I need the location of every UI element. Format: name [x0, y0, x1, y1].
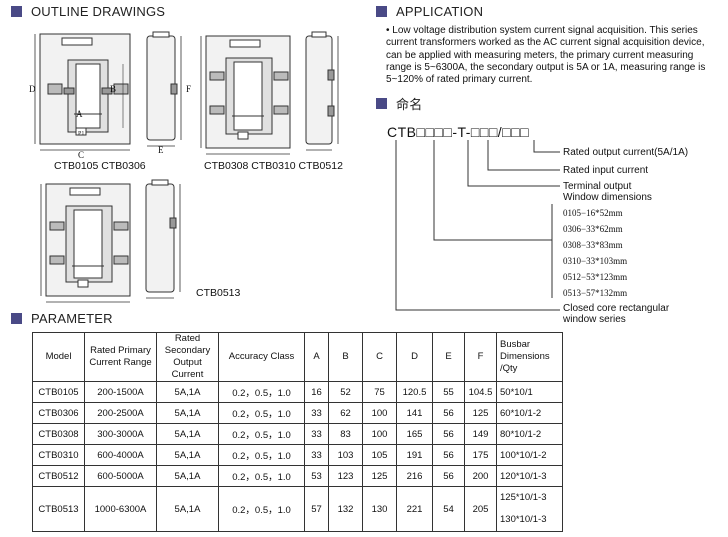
dim-label-e: E: [158, 145, 164, 155]
label-window-dimensions: Window dimensions: [563, 192, 652, 203]
parameter-heading: PARAMETER: [11, 311, 113, 326]
outline-drawing-ctb0105-front: [34, 33, 131, 151]
label-rated-output-current: Rated output current(5A/1A): [563, 147, 689, 158]
outline-drawing-ctb0308-front: [200, 35, 291, 155]
window-dim-0310: 0310−33*103mm: [563, 256, 628, 266]
window-dim-0105: 0105−16*52mm: [563, 208, 623, 218]
outline-drawing-ctb0513-front: [40, 183, 131, 303]
application-heading: APPLICATION: [376, 4, 483, 19]
label-closed-core: Closed core rectangular: [563, 303, 670, 314]
window-dim-0513: 0513−57*132mm: [563, 288, 628, 298]
header-b: B: [328, 332, 363, 382]
header-model: Model: [32, 332, 85, 382]
dim-label-f: F: [186, 84, 192, 94]
table-row: CTB0513 1000-6300A 5A,1A 0.2，0.5，1.0 57 …: [32, 486, 563, 532]
header-accuracy: Accuracy Class: [218, 332, 305, 382]
section-bullet-icon: [11, 6, 22, 17]
label-window-series: window series: [563, 314, 626, 325]
window-dim-0308: 0308−33*83mm: [563, 240, 623, 250]
table-row: CTB0306 200-2500A 5A,1A 0.2，0.5，1.0 33 6…: [32, 402, 563, 424]
label-terminal-output: Terminal output: [563, 181, 632, 192]
label-rated-input-current: Rated input current: [563, 165, 649, 176]
outline-caption-2: CTB0308 CTB0310 CTB0512: [204, 160, 343, 172]
header-busbar: Busbar Dimensions /Qty: [496, 332, 563, 382]
table-header-row: Model Rated Primary Current Range Rated …: [32, 332, 563, 382]
section-bullet-icon: [376, 6, 387, 17]
naming-heading: 命名: [376, 94, 422, 113]
window-dim-0306: 0306−33*62mm: [563, 224, 623, 234]
outline-caption-3: CTB0513: [196, 287, 241, 299]
section-bullet-icon: [376, 98, 387, 109]
header-a: A: [304, 332, 329, 382]
header-e: E: [432, 332, 465, 382]
section-bullet-icon: [11, 313, 22, 324]
header-c: C: [362, 332, 397, 382]
table-row: CTB0512 600-5000A 5A,1A 0.2，0.5，1.0 53 1…: [32, 465, 563, 487]
header-f: F: [464, 332, 497, 382]
outline-drawing-ctb0105-side: [146, 31, 182, 147]
window-dim-0512: 0512−53*123mm: [563, 272, 628, 282]
dim-label-b: B: [110, 84, 117, 94]
table-row: CTB0105 200-1500A 5A,1A 0.2，0.5，1.0 16 5…: [32, 381, 563, 403]
outline-drawings-heading: OUTLINE DRAWINGS: [11, 4, 165, 19]
naming-leader-lines: [395, 140, 560, 311]
dim-label-a: A: [76, 109, 83, 119]
header-d: D: [396, 332, 433, 382]
dim-label-d: D: [29, 84, 36, 94]
table-row: CTB0310 600-4000A 5A,1A 0.2，0.5，1.0 33 1…: [32, 444, 563, 466]
table-row: CTB0308 300-3000A 5A,1A 0.2，0.5，1.0 33 8…: [32, 423, 563, 445]
application-text: • Low voltage distribution system curren…: [386, 25, 706, 86]
outline-caption-1: CTB0105 CTB0306: [54, 160, 146, 172]
model-code-pattern: CTB□□□□-T-□□□/□□□: [387, 124, 530, 140]
header-primary: Rated Primary Current Range: [84, 332, 157, 382]
p1-mark: P1: [78, 131, 85, 137]
header-secondary: Rated Secondary Output Current: [156, 332, 219, 382]
outline-drawing-ctb0513-side: [145, 179, 181, 299]
outline-drawing-ctb0308-side: [305, 31, 339, 151]
dim-label-c: C: [78, 150, 85, 160]
parameter-table: Model Rated Primary Current Range Rated …: [32, 332, 563, 532]
